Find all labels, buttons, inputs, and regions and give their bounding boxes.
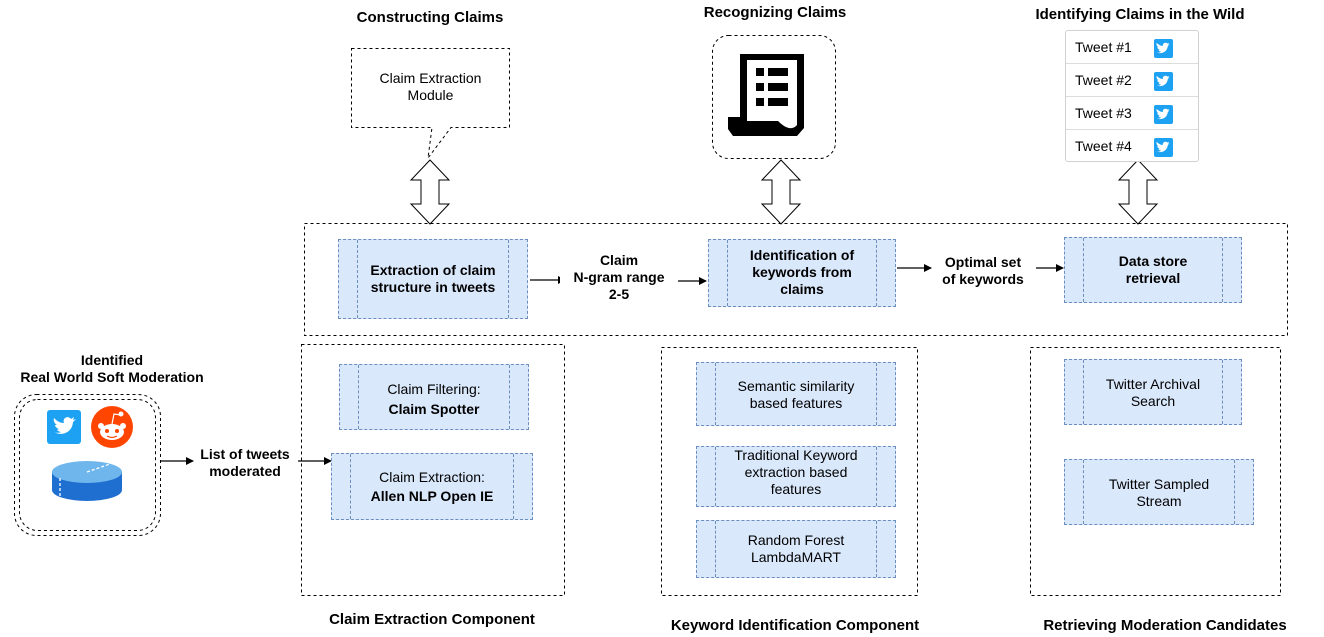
claim-extraction-container	[301, 344, 565, 596]
source-edge-label: List of tweets moderated	[200, 446, 290, 479]
document-list-icon	[728, 54, 804, 136]
double-arrow-right	[1117, 159, 1159, 225]
edge-label-ngram: Claim N-gram range 2-5	[560, 252, 678, 303]
claim-module-callout	[351, 48, 510, 160]
traditional-features-process	[696, 446, 896, 507]
extraction-process-label: Extraction of claim structure in tweets	[370, 262, 496, 295]
claim-module-label: Claim Extraction Module	[379, 70, 482, 103]
twitter-icon	[1154, 138, 1173, 157]
retrieval-process	[1064, 237, 1242, 303]
tweet-row: Tweet #1	[1066, 31, 1198, 64]
keyword-identification-caption: Keyword Identification Component	[670, 617, 920, 634]
tweet-row: Tweet #4	[1066, 130, 1198, 163]
tweet-list: Tweet #1 Tweet #2 Tweet #3 Tweet #4	[1065, 30, 1199, 162]
sampled-stream-process	[1064, 459, 1254, 525]
sampled-stream-label: Twitter Sampled Stream	[1108, 476, 1210, 509]
keyword-identification-container	[661, 347, 918, 596]
identification-process	[708, 239, 896, 307]
tweet-row: Tweet #2	[1066, 64, 1198, 97]
claim-filtering-process	[339, 364, 529, 430]
semantic-features-process	[696, 362, 896, 426]
claim-extraction-name: Allen NLP Open IE	[370, 488, 494, 504]
header-recognizing-claims: Recognizing Claims	[703, 4, 847, 21]
twitter-icon	[1154, 72, 1173, 91]
pipeline-container	[304, 223, 1288, 336]
traditional-features-label: Traditional Keyword extraction based fea…	[734, 447, 858, 497]
claim-filtering-prefix: Claim Filtering:	[387, 381, 481, 397]
retrieval-container	[1030, 347, 1281, 596]
source-box-outer	[14, 394, 161, 536]
claim-extraction-prefix: Claim Extraction:	[379, 469, 485, 485]
retrieval-process-label: Data store retrieval	[1118, 253, 1188, 286]
extraction-process	[338, 239, 528, 319]
source-title: Identified Real World Soft Moderation	[20, 352, 204, 385]
claim-filtering-name: Claim Spotter	[388, 401, 480, 417]
retrieval-caption: Retrieving Moderation Candidates	[1043, 617, 1287, 634]
header-identifying-claims-wild: Identifying Claims in the Wild	[1035, 6, 1245, 23]
archival-search-process	[1064, 359, 1242, 425]
header-constructing-claims: Constructing Claims	[356, 9, 504, 26]
identification-process-label: Identification of keywords from claims	[749, 247, 855, 297]
double-arrow-middle	[760, 159, 802, 225]
semantic-features-label: Semantic similarity based features	[737, 378, 855, 411]
ranking-model-process	[696, 520, 896, 578]
twitter-icon	[1154, 39, 1173, 58]
archival-search-label: Twitter Archival Search	[1105, 376, 1201, 409]
source-box-inner	[19, 399, 156, 531]
tweet-label: Tweet #2	[1075, 72, 1132, 88]
database-icon	[52, 461, 122, 501]
twitter-icon	[1154, 105, 1173, 124]
tweet-row: Tweet #3	[1066, 97, 1198, 130]
claim-extraction-caption: Claim Extraction Component	[329, 611, 535, 628]
tweet-label: Tweet #4	[1075, 138, 1132, 154]
tweet-label: Tweet #1	[1075, 39, 1132, 55]
double-arrow-left	[409, 159, 451, 225]
reddit-icon	[91, 406, 133, 448]
edge-label-keywords: Optimal set of keywords	[942, 254, 1024, 287]
claim-extraction-process	[331, 453, 533, 520]
ranking-model-label: Random Forest LambdaMART	[747, 532, 845, 565]
tweet-label: Tweet #3	[1075, 105, 1132, 121]
twitter-icon	[47, 410, 81, 444]
